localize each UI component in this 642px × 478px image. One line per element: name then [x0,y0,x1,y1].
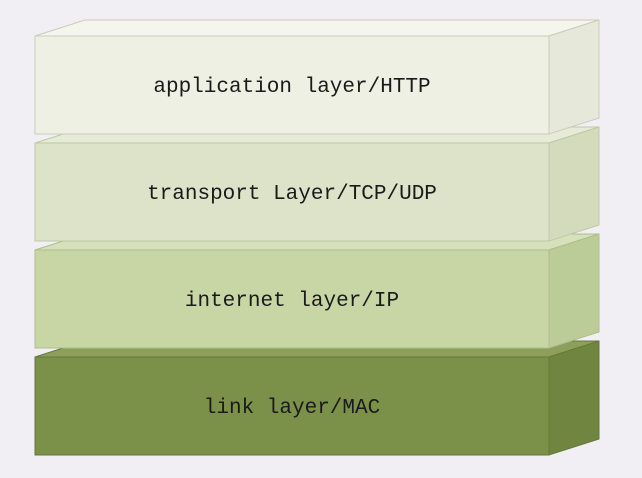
layer-front-face [34,356,550,456]
layer-label-transport: transport Layer/TCP/UDP [147,183,437,206]
layer-block-link: link layer/MAC [34,340,600,456]
layer-front-face [34,249,550,349]
layer-side-face [548,19,600,135]
layer-label-link: link layer/MAC [204,397,380,420]
layer-label-application: application layer/HTTP [153,76,430,99]
layer-side-face [548,340,600,456]
layer-top-face [34,19,600,37]
layer-front-face [34,142,550,242]
layer-label-internet: internet layer/IP [185,290,399,313]
layer-block-application: application layer/HTTP [34,19,600,135]
layer-side-face [548,233,600,349]
layer-front-face [34,35,550,135]
layer-side-face [548,126,600,242]
layer-block-transport: transport Layer/TCP/UDP [34,126,600,242]
layer-block-internet: internet layer/IP [34,233,600,349]
